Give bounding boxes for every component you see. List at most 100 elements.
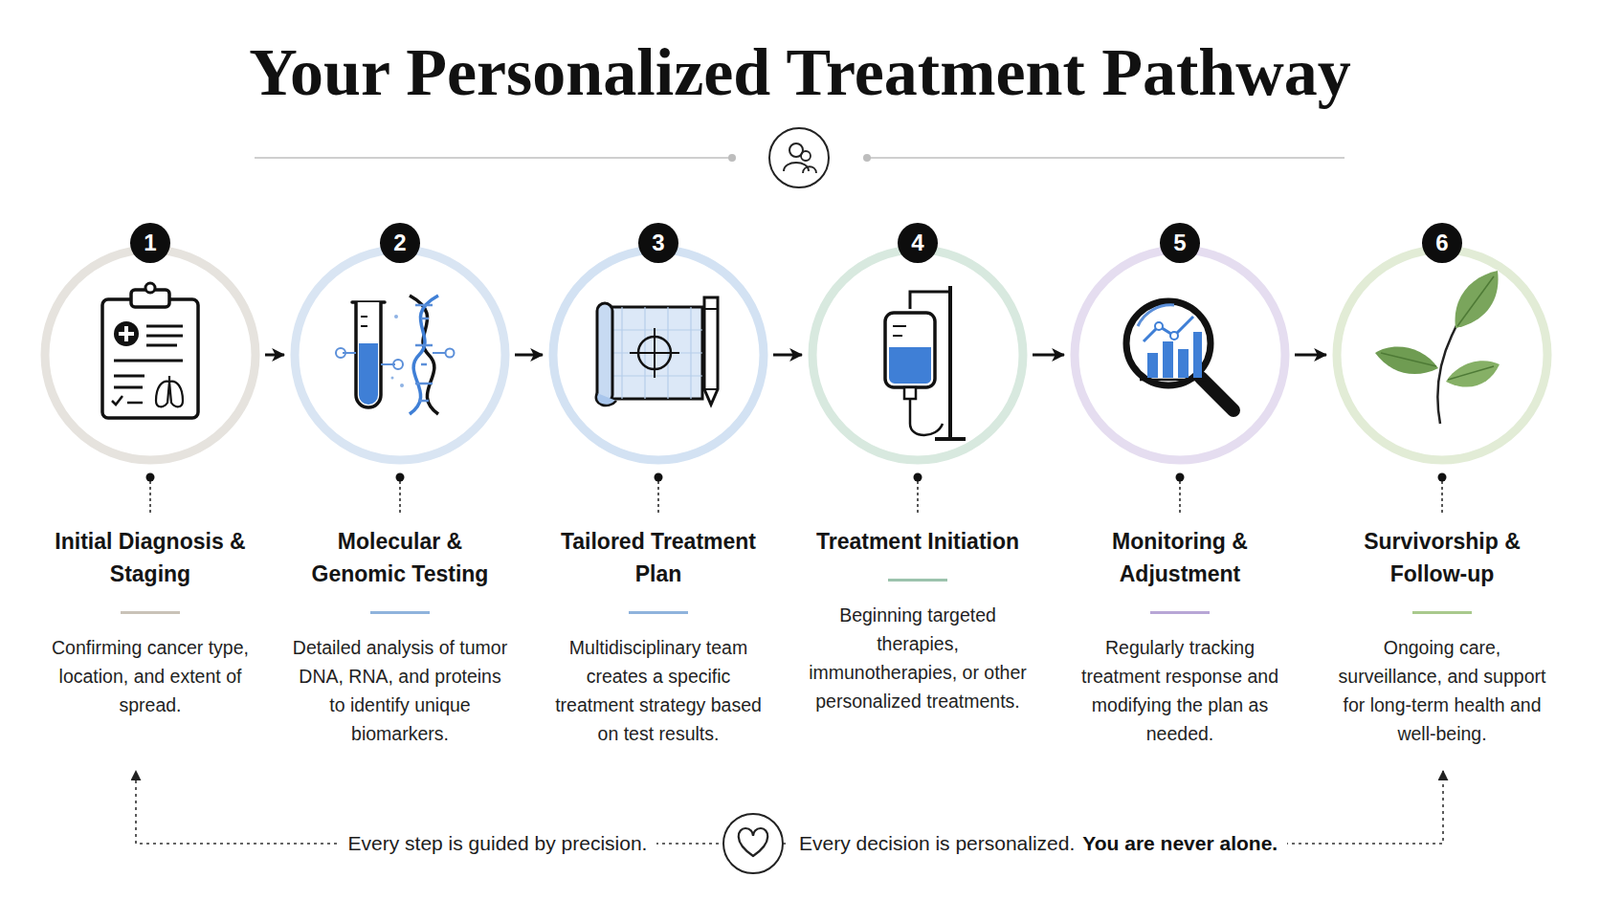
iv-bag-icon-part — [934, 286, 966, 440]
blueprint-icon-part — [597, 303, 613, 403]
test-tube-dna-icon-part — [391, 377, 395, 380]
leader-dots-part — [916, 481, 919, 513]
step-node: Molecular & Genomic TestingDetailed anal… — [287, 244, 513, 766]
leader-dots-part — [149, 481, 152, 513]
step-number: 6 — [1422, 222, 1463, 264]
header-rule-part — [863, 154, 871, 162]
test-tube-dna-icon-part — [360, 316, 368, 327]
blueprint-icon-part — [608, 307, 703, 400]
step-node: Monitoring & AdjustmentRegularly trackin… — [1066, 244, 1293, 766]
blueprint-icon-part — [704, 297, 718, 405]
test-tube-dna-icon-part — [409, 295, 439, 415]
magnifier-icon-part — [1143, 316, 1194, 342]
plant-icon-part — [1447, 366, 1494, 380]
plant-icon-part — [1454, 270, 1498, 329]
person-icon-part — [800, 151, 811, 161]
plant-icon-part — [1445, 360, 1500, 387]
step-heading: Molecular & Genomic Testing — [294, 525, 506, 591]
iv-bag-icon-part — [888, 347, 932, 384]
leader-dot-heads-part — [913, 473, 923, 483]
flow-arrow — [773, 354, 802, 357]
test-tube-dna-icon-part — [409, 295, 439, 415]
step-heading: Treatment Initiation — [812, 525, 1023, 558]
step-heading: Monitoring & Adjustment — [1074, 525, 1286, 591]
step-description: Beginning targeted therapies, immunother… — [808, 600, 1027, 716]
magnifier-icon — [1126, 301, 1234, 411]
header-rule-part — [254, 156, 733, 159]
magnifier-icon-part — [1147, 353, 1158, 378]
step-node: Initial Diagnosis & StagingConfirming ca… — [37, 244, 264, 766]
icon-space — [287, 244, 513, 526]
step-rings-part — [1336, 249, 1548, 461]
person-icon-part — [783, 162, 809, 172]
test-tube-dna-icon-part — [355, 302, 381, 408]
icon-space — [545, 244, 772, 526]
heart-icon-part — [723, 814, 783, 874]
blueprint-icon-part — [629, 328, 680, 378]
blueprint-icon-part — [608, 307, 703, 400]
leader-dot-heads-part — [654, 473, 664, 483]
step-heading: Initial Diagnosis & Staging — [44, 525, 256, 591]
footer-note: Every decision is personalized. — [789, 829, 1079, 859]
header-rule-part — [866, 156, 1345, 159]
step-rings — [44, 249, 1548, 461]
leader-dot-heads-part — [1438, 473, 1447, 483]
magnifier-icon-part — [1126, 301, 1211, 386]
heading-rule — [120, 611, 180, 615]
step-rings-part — [812, 249, 1023, 461]
heart-icon-part — [738, 828, 769, 857]
step-description: Detailed analysis of tumor DNA, RNA, and… — [290, 633, 510, 749]
flow-arrow — [1032, 354, 1065, 357]
blueprint-icon — [596, 297, 718, 406]
diagram-title: Your Personalized Treatment Pathway — [0, 34, 1600, 112]
step-description: Multidisciplinary team creates a specifi… — [549, 633, 768, 749]
leader-dot-heads-part — [1176, 473, 1185, 483]
step-number: 1 — [130, 222, 171, 264]
step-description: Confirming cancer type, location, and ex… — [41, 633, 260, 720]
flow-arrow — [1294, 354, 1327, 357]
flow-arrow — [265, 354, 285, 357]
clipboard-icon-part — [111, 396, 143, 405]
heading-rule — [628, 611, 689, 615]
person-icon — [769, 128, 829, 188]
leader-dots-part — [1178, 481, 1181, 513]
step-number: 4 — [897, 222, 938, 264]
leader-dots-part — [1441, 481, 1444, 513]
step-heading: Survivorship & Follow-up — [1336, 525, 1548, 591]
step-rings-part — [553, 249, 764, 461]
step-rings-part — [44, 249, 256, 461]
test-tube-dna-icon-part — [394, 314, 399, 319]
leader-dots-part — [399, 481, 401, 513]
test-tube-dna-icon-part — [358, 343, 378, 405]
heading-rule — [370, 611, 430, 615]
step-description: Regularly tracking treatment response an… — [1070, 633, 1289, 749]
flow-arrow — [514, 354, 543, 357]
plant-icon — [1375, 270, 1500, 424]
clipboard-icon — [102, 283, 199, 419]
test-tube-dna-icon-part — [342, 353, 396, 365]
test-tube-dna-icon-part — [393, 359, 403, 370]
magnifier-icon-part — [1170, 332, 1178, 340]
icon-space — [1066, 244, 1293, 526]
step-heading: Tailored Treatment Plan — [553, 525, 764, 591]
clipboard-icon-part — [113, 321, 139, 347]
step-number: 2 — [379, 222, 421, 264]
heading-rule — [1412, 611, 1472, 615]
iv-bag-icon-part — [904, 387, 916, 400]
person-icon-part — [769, 128, 829, 188]
leader-dot-heads-part — [396, 473, 405, 483]
plant-icon-part — [1380, 353, 1437, 367]
step-node: Survivorship & Follow-upOngoing care, su… — [1329, 244, 1556, 766]
plant-icon-part — [1375, 346, 1439, 375]
leader-dot-heads-part — [146, 473, 156, 483]
iv-bag-icon-part — [910, 291, 951, 310]
icon-space — [37, 244, 264, 526]
clipboard-icon-part — [145, 283, 156, 293]
header-rule-part — [728, 154, 736, 162]
test-tube-dna-icon-part — [432, 352, 446, 355]
